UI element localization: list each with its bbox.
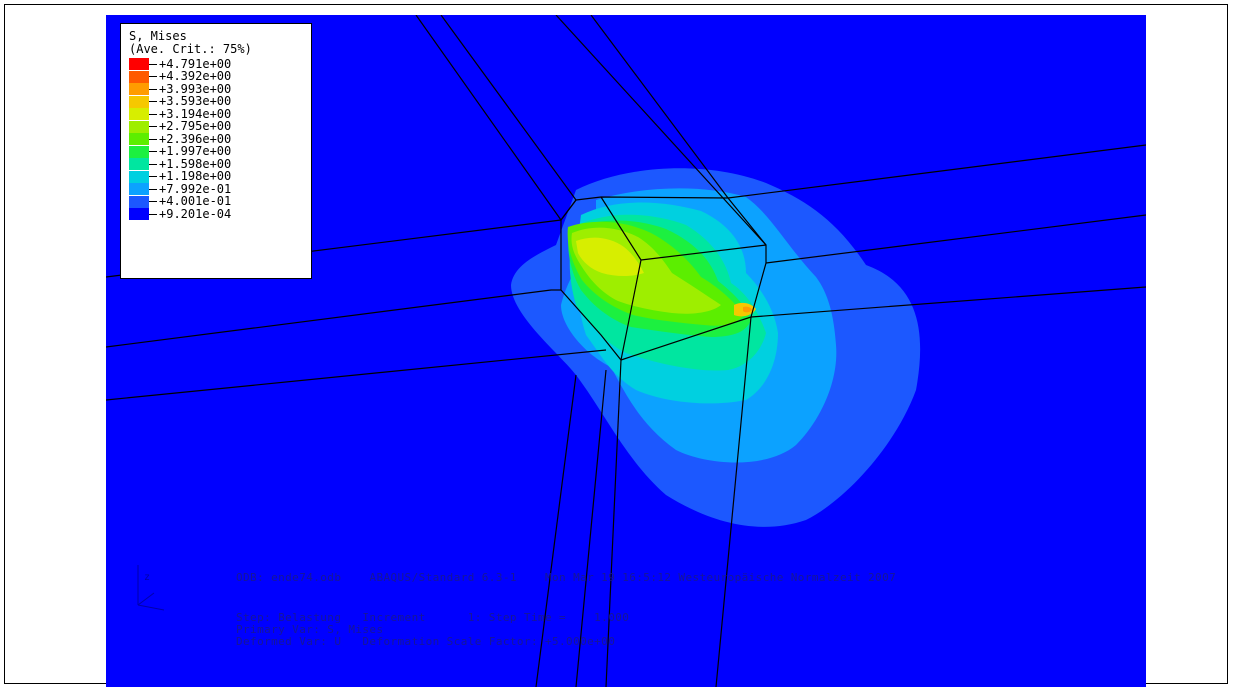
legend-tick [149,188,157,190]
legend-swatch [129,83,149,96]
legend-row: +7.992e-01 [129,181,303,196]
legend-swatch [129,183,149,196]
legend-swatch [129,95,149,108]
fea-contour-plot: z [106,15,1146,687]
legend-row: +1.198e+00 [129,169,303,184]
deformed-var-line: Deformed Var: U Deformation Scale Factor… [236,635,616,648]
legend-tick [149,151,157,153]
legend-row: +1.997e+00 [129,144,303,159]
legend-swatch [129,70,149,83]
legend-tick [149,88,157,90]
legend-swatch [129,145,149,158]
legend-value: +4.392e+00 [159,69,232,84]
legend-tick [149,201,157,203]
legend-tick [149,213,157,215]
legend-swatch [129,158,149,171]
step-info-line: Step: Belastung Increment 1: Step Time =… [236,611,630,624]
primary-var-line: Primary Var: S, Mises [236,623,384,636]
figure-frame: z S, Mises (Ave. Crit.: 75%) +4.791e+00+… [4,4,1228,687]
contour-band-3.2e+00 [576,237,644,276]
legend-row: +2.795e+00 [129,119,303,134]
legend-rows: +4.791e+00+4.392e+00+3.993e+00+3.593e+00… [129,56,303,221]
legend-title: S, Mises [129,29,187,43]
legend-row: +4.392e+00 [129,69,303,84]
legend-value: +9.201e-04 [159,206,232,221]
legend-tick [149,126,157,128]
legend-swatch [129,120,149,133]
coordinate-triad-icon: z [137,565,165,611]
odb-info-line: ODB: ende74.odb ABAQUS/Standard 6.3-1 Mo… [236,571,897,584]
legend: S, Mises (Ave. Crit.: 75%) +4.791e+00+4.… [120,23,312,279]
legend-value: +2.795e+00 [159,119,232,134]
legend-swatch [129,133,149,146]
svg-text:z: z [144,572,150,583]
legend-row: +4.791e+00 [129,56,303,71]
legend-tick [149,163,157,165]
legend-subtitle: (Ave. Crit.: 75%) [129,42,252,56]
legend-row: +3.194e+00 [129,106,303,121]
legend-value: +7.992e-01 [159,181,232,196]
viewport: z S, Mises (Ave. Crit.: 75%) +4.791e+00+… [106,15,1146,687]
legend-tick [149,138,157,140]
legend-value: +4.791e+00 [159,56,232,71]
legend-row: +3.593e+00 [129,94,303,109]
legend-value: +3.593e+00 [159,94,232,109]
legend-value: +1.598e+00 [159,156,232,171]
legend-tick [149,113,157,115]
legend-value: +1.198e+00 [159,169,232,184]
legend-tick [149,76,157,78]
legend-value: +2.396e+00 [159,131,232,146]
legend-row: +4.001e-01 [129,194,303,209]
legend-row: +9.201e-04 [129,206,303,221]
legend-tick [149,176,157,178]
legend-tick [149,63,157,65]
legend-swatch [129,208,149,221]
legend-row: +3.993e+00 [129,81,303,96]
legend-swatch [129,195,149,208]
legend-value: +3.993e+00 [159,81,232,96]
legend-value: +4.001e-01 [159,194,232,209]
contour-hotspot [743,306,752,313]
legend-row: +1.598e+00 [129,156,303,171]
legend-tick [149,101,157,103]
legend-swatch [129,108,149,121]
legend-value: +3.194e+00 [159,106,232,121]
legend-swatch [129,170,149,183]
legend-value: +1.997e+00 [159,144,232,159]
legend-row: +2.396e+00 [129,131,303,146]
legend-swatch [129,58,149,71]
